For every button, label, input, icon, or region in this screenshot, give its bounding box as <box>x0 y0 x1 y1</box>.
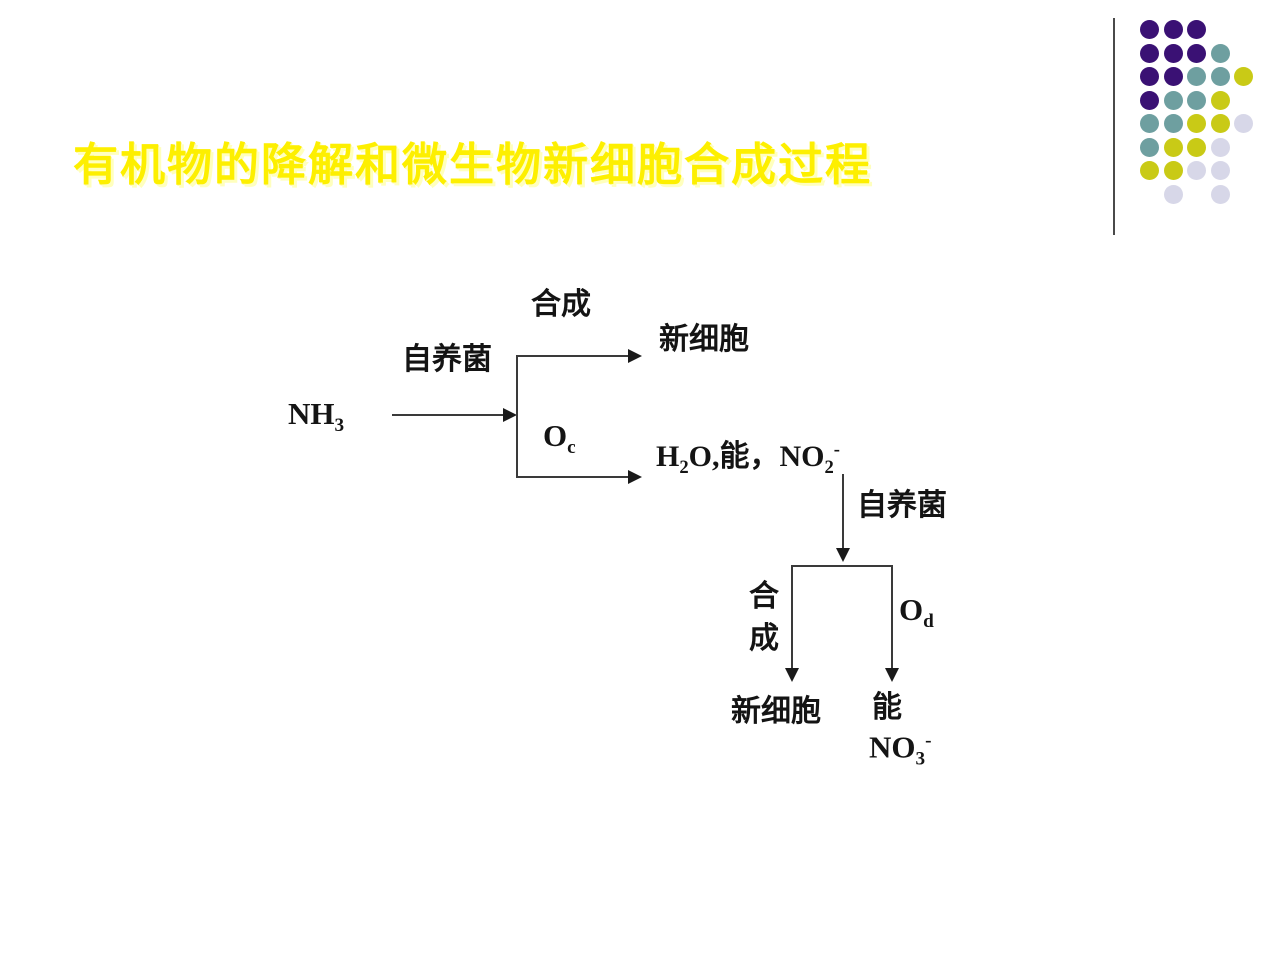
decorative-dot <box>1210 137 1230 157</box>
decorative-vertical-line <box>1113 18 1115 235</box>
decorative-dot <box>1234 67 1253 86</box>
dot-grid <box>1140 20 1270 220</box>
decorative-dot <box>1234 114 1253 133</box>
synthesis-label-2-line1: 合 <box>749 580 779 613</box>
autotroph-label-2: 自养菌 <box>857 489 947 522</box>
branch2-left-line <box>791 565 793 670</box>
decorative-dot <box>1163 43 1183 63</box>
synthesis-label-2: 合 成 <box>749 576 779 660</box>
decorative-dot <box>1187 43 1206 63</box>
decorative-dot <box>1163 137 1183 157</box>
decorative-dot <box>1210 114 1230 133</box>
decorative-dot <box>1163 114 1183 133</box>
arrowhead-down-icon <box>885 668 899 682</box>
decorative-dot <box>1210 90 1230 110</box>
decorative-dot <box>1187 90 1206 110</box>
decorative-dot <box>1140 161 1159 180</box>
synthesis-label-2-line2: 成 <box>749 622 779 655</box>
decorative-dot <box>1140 20 1159 39</box>
synthesis-label-1: 合成 <box>531 288 591 321</box>
new-cells-label-2: 新细胞 <box>731 695 821 728</box>
decorative-dot <box>1140 137 1159 157</box>
products-label: H2O,能，NO2- <box>656 439 840 478</box>
decorative-dot <box>1163 20 1183 39</box>
decorative-dot <box>1140 114 1159 133</box>
arrow-branch1-bottom <box>516 476 630 478</box>
decorative-dot <box>1210 67 1230 86</box>
energy-label: 能 <box>872 691 902 724</box>
decorative-dot <box>1187 67 1206 86</box>
no3-label: NO3- <box>869 729 932 770</box>
branch2-right-line <box>891 565 893 670</box>
decorative-dot <box>1210 161 1230 180</box>
decorative-dot <box>1187 114 1206 133</box>
arrowhead-right-icon <box>628 470 642 484</box>
autotroph-label-1: 自养菌 <box>402 343 492 376</box>
decorative-dot <box>1163 161 1183 180</box>
arrow-nh3-to-branch <box>392 414 506 416</box>
arrowhead-right-icon <box>628 349 642 363</box>
decorative-dot <box>1163 67 1183 86</box>
decorative-dot <box>1187 161 1206 180</box>
branch1-vertical-line <box>516 355 518 478</box>
nh3-label: NH3 <box>288 396 345 437</box>
decorative-dot <box>1210 43 1230 63</box>
arrow-no2-down <box>842 474 844 550</box>
decorative-dot <box>1140 90 1159 110</box>
arrowhead-down-icon <box>836 548 850 562</box>
arrowhead-right-icon <box>503 408 517 422</box>
decorative-dot <box>1140 43 1159 63</box>
decorative-dot <box>1210 184 1230 204</box>
page-title: 有机物的降解和微生物新细胞合成过程 <box>73 140 873 190</box>
decorative-dot <box>1187 20 1206 39</box>
decorative-dot <box>1187 137 1206 157</box>
decorative-dot <box>1163 184 1183 204</box>
new-cells-label-1: 新细胞 <box>659 323 749 356</box>
oc-label: Oc <box>543 418 576 459</box>
arrow-branch1-top <box>516 355 630 357</box>
arrowhead-down-icon <box>785 668 799 682</box>
od-label: Od <box>899 592 934 633</box>
branch2-top-line <box>791 565 893 567</box>
decorative-dot <box>1163 90 1183 110</box>
decorative-dot <box>1140 67 1159 86</box>
